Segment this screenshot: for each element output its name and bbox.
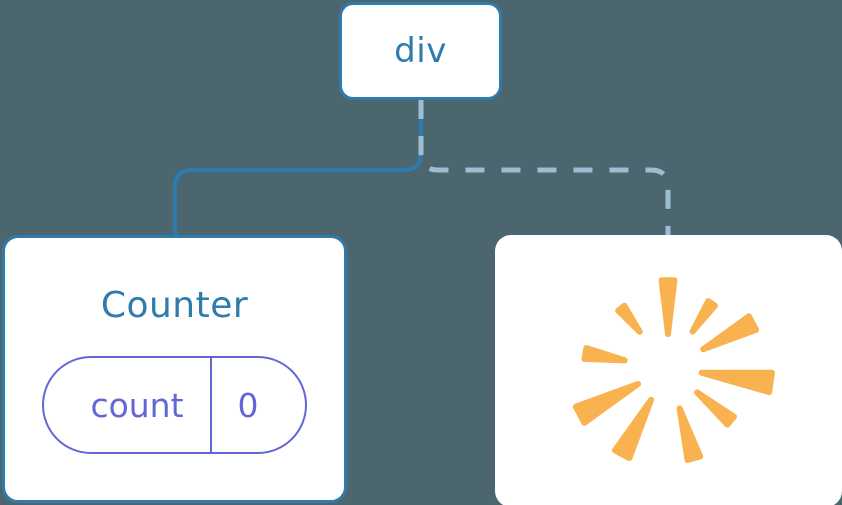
sparkle-ray xyxy=(676,405,704,463)
sparkle-ray xyxy=(615,302,643,335)
state-badge[interactable]: count 0 xyxy=(42,356,307,454)
sparkle-ray xyxy=(689,298,718,335)
sparkle-ray-group xyxy=(572,277,775,463)
node-div[interactable]: div xyxy=(339,2,502,100)
sparkle-ray xyxy=(572,380,641,426)
sparkle-burst-icon xyxy=(572,277,775,463)
node-counter[interactable]: Counter count 0 xyxy=(2,235,347,503)
node-render-burst[interactable] xyxy=(495,235,842,505)
sparkle-ray xyxy=(698,369,775,396)
sparkle-ray xyxy=(611,396,655,462)
state-key: count xyxy=(90,385,184,425)
edge-div-to-sparkle xyxy=(418,100,671,236)
sparkle-ray xyxy=(694,389,737,428)
edge-div-to-counter xyxy=(173,98,423,238)
state-value: 0 xyxy=(237,385,259,425)
sparkle-ray xyxy=(581,344,628,364)
sparkle-ray xyxy=(700,313,760,353)
sparkle-ray xyxy=(658,277,678,337)
state-divider xyxy=(209,358,212,452)
node-div-label: div xyxy=(394,31,447,71)
node-counter-label: Counter xyxy=(100,285,249,326)
